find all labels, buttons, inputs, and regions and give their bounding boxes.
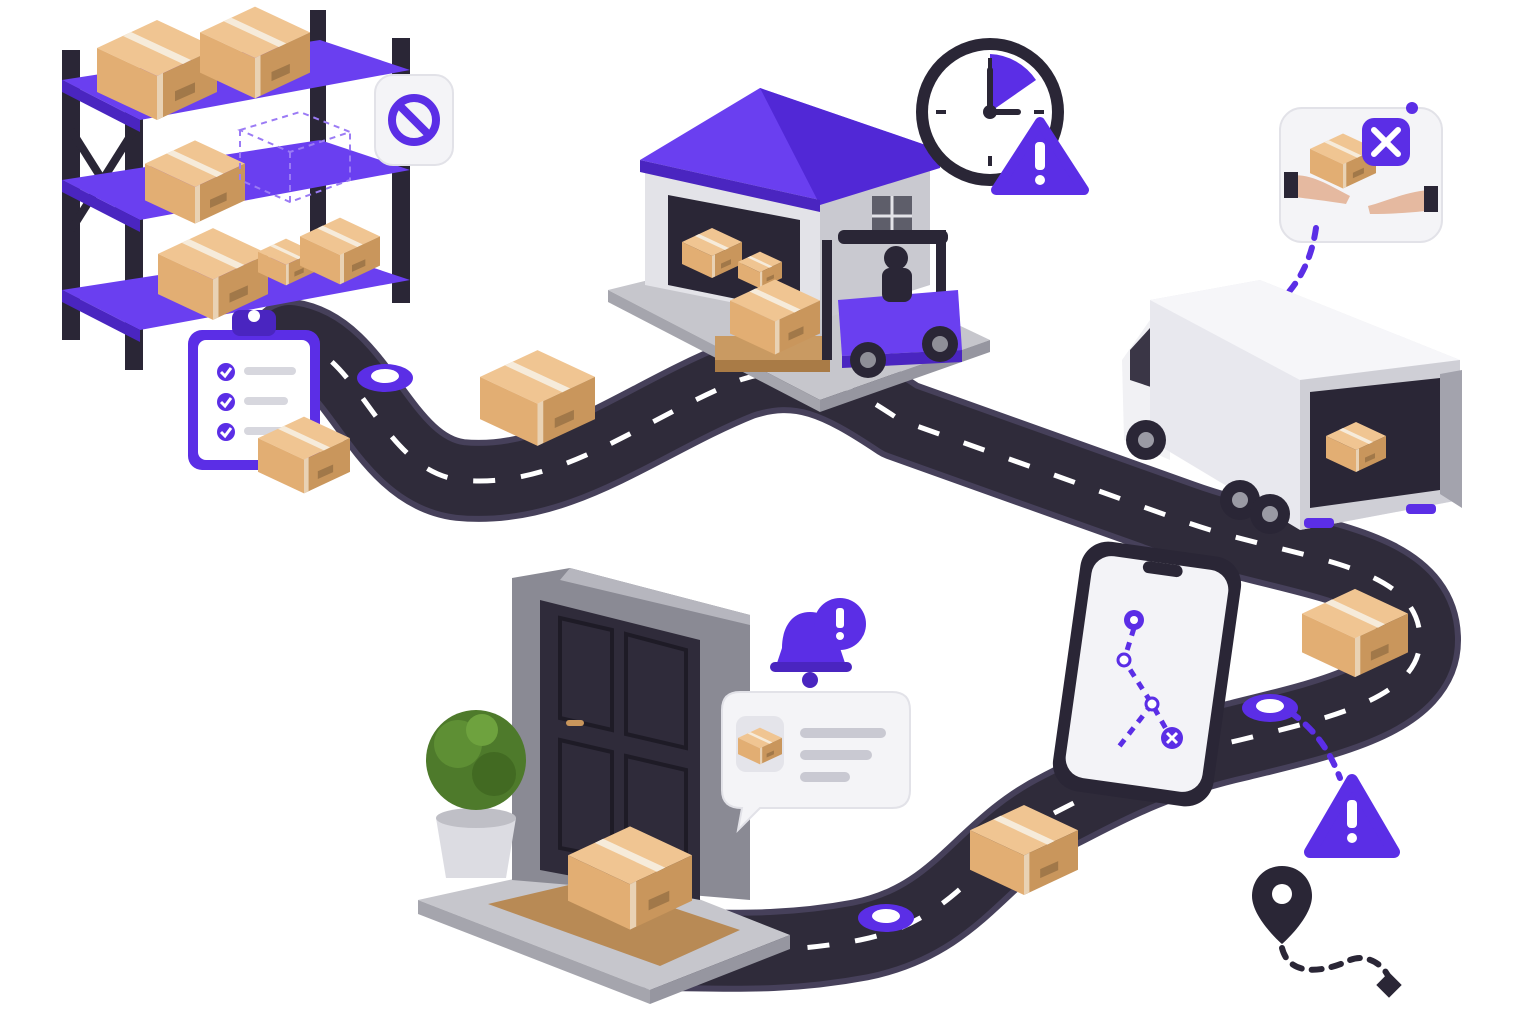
empty-slot-outline [237, 110, 353, 204]
map-route-icon [1116, 610, 1183, 750]
inventory-shelves [62, 6, 410, 370]
location-pin-icon [1252, 866, 1312, 944]
blocked-icon [374, 74, 454, 166]
front-door-porch [418, 568, 790, 1004]
route-end-marker [1376, 972, 1402, 998]
bell-alert-icon [770, 598, 866, 688]
door [540, 600, 700, 900]
waypoint-marker [858, 904, 914, 932]
delivery-truck [1122, 280, 1462, 534]
warning-icon [1304, 774, 1400, 858]
cancel-handoff-icon [1279, 102, 1443, 243]
forklift [715, 230, 962, 378]
notification-bubble-icon [721, 691, 911, 833]
waypoint-marker [1242, 694, 1298, 722]
warning-icon [991, 117, 1089, 195]
pin-route-path [1279, 945, 1393, 987]
doormat [488, 880, 740, 966]
forklift-driver [884, 246, 908, 270]
waypoint-marker [357, 364, 413, 392]
delivery-road [249, 299, 1461, 992]
door-handle [566, 720, 584, 726]
alert-connector [1287, 709, 1343, 781]
potted-plant [426, 710, 526, 878]
road-lane-markings [289, 337, 1423, 954]
phone-route-tracker [1052, 541, 1242, 807]
